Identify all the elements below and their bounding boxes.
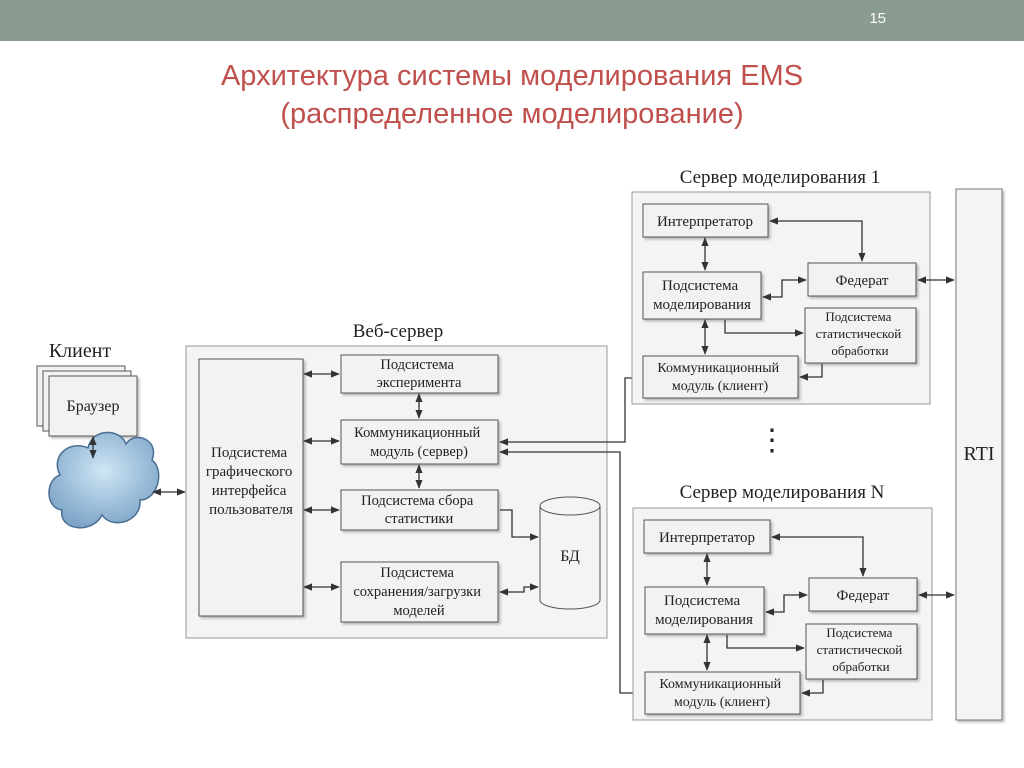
server1-federate-label: Федерат bbox=[836, 273, 889, 289]
sN-model-stat-arrow bbox=[726, 635, 805, 652]
comm-module-server-label: Коммуникационный модуль (сервер) bbox=[354, 425, 484, 460]
serverN-interpreter-label: Интерпретатор bbox=[659, 530, 755, 546]
s1-federate-model-arrow bbox=[762, 276, 807, 301]
stats-collection-box bbox=[340, 489, 499, 531]
sN-stat-comm-arrow bbox=[801, 680, 824, 697]
serverN-modeling-box bbox=[644, 586, 765, 635]
stats-collection-label: Подсистема сбора статистики bbox=[361, 493, 477, 527]
server1-modeling-box bbox=[642, 271, 762, 320]
server1-interpreter-box bbox=[642, 203, 769, 238]
page-number: 15 bbox=[869, 10, 886, 27]
rti-label: RTI bbox=[963, 443, 994, 465]
server1-heading: Сервер моделирования 1 bbox=[680, 167, 881, 188]
server1-stat-processing-label: Подсистема статистической обработки bbox=[816, 309, 905, 358]
browser-box bbox=[48, 375, 138, 437]
save-load-subsystem-label: Подсистема сохранения/загрузки моделей bbox=[353, 565, 484, 619]
s1-interp-federate-arrow bbox=[769, 217, 866, 262]
slide-title-line2: (распределенное моделирование) bbox=[280, 98, 744, 130]
gui-subsystem-box bbox=[198, 358, 304, 617]
comm-serverN-arrow bbox=[499, 448, 644, 697]
serverN-comm-client-label: Коммуникационный модуль (клиент) bbox=[659, 677, 784, 710]
serverN-comm-client-box bbox=[644, 671, 801, 715]
s1-stat-comm-arrow bbox=[799, 364, 823, 381]
serverN-modeling-label: Подсистема моделирования bbox=[655, 593, 753, 628]
server1-modeling-label: Подсистема моделирования bbox=[653, 278, 751, 313]
client-heading: Клиент bbox=[49, 340, 112, 362]
sN-federate-model-arrow bbox=[765, 591, 808, 616]
serverN-interpreter-box bbox=[643, 519, 771, 554]
database-label: БД bbox=[560, 548, 580, 565]
serverN-stat-processing-box bbox=[805, 623, 918, 680]
save-load-subsystem-box bbox=[340, 561, 499, 623]
server1-interpreter-label: Интерпретатор bbox=[657, 214, 753, 230]
top-bar: 15 bbox=[0, 0, 1024, 41]
slide-title-line1: Архитектура системы моделирования EMS bbox=[220, 60, 804, 92]
server1-comm-client-box bbox=[642, 355, 799, 399]
experiment-subsystem-label: Подсистема эксперимента bbox=[377, 357, 462, 391]
serverN-federate-box bbox=[808, 577, 918, 612]
experiment-subsystem-box bbox=[340, 354, 499, 394]
browser-label: Браузер bbox=[67, 398, 120, 415]
sN-interp-federate-arrow bbox=[771, 533, 867, 577]
server1-comm-client-label: Коммуникационный модуль (клиент) bbox=[657, 361, 782, 394]
rti-box bbox=[955, 188, 1003, 721]
server1-stat-processing-box bbox=[804, 307, 917, 364]
comm-module-server-box bbox=[340, 419, 499, 465]
serverN-stat-processing-label: Подсистема статистической обработки bbox=[817, 625, 906, 674]
servers-ellipsis: ⋮ bbox=[757, 424, 787, 457]
serverN-heading: Сервер моделирования N bbox=[680, 482, 885, 503]
internet-cloud-icon bbox=[48, 431, 160, 529]
s1-model-stat-arrow bbox=[724, 320, 804, 337]
gui-subsystem-label: Подсистема графического интерфейса польз… bbox=[206, 445, 296, 518]
webserver-heading: Веб-сервер bbox=[353, 321, 444, 342]
serverN-federate-label: Федерат bbox=[837, 588, 890, 604]
server1-federate-box bbox=[807, 262, 917, 297]
